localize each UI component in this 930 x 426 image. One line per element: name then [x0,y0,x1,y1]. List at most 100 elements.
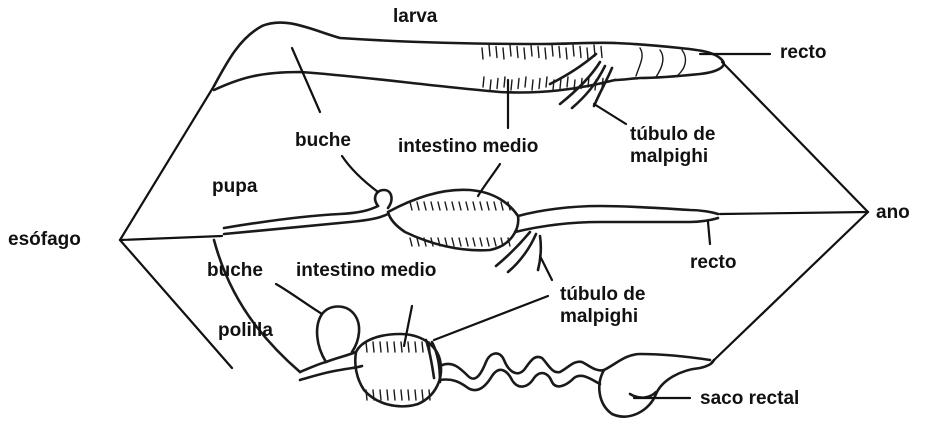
moth-midgut-striations [366,342,430,400]
larva-gut-upper-outline [214,23,615,86]
striation [380,390,381,400]
striation [415,342,416,352]
label-esofago: esófago [8,229,81,251]
striation [494,238,496,246]
striation [410,202,412,210]
striation [601,47,602,58]
moth-rectal-sac [599,360,714,417]
label-tubulo-top-line1: túbulo de [630,124,715,146]
striation [415,390,416,400]
striation [438,202,440,210]
striation [387,342,388,352]
pupa-hindgut-lower [515,218,718,232]
striation [366,390,367,400]
striation [580,47,581,58]
striation [408,390,409,400]
striation [538,47,539,58]
striation [417,202,419,210]
moth-rectal-sac-inner [630,392,656,398]
pupa-hindgut-upper [518,206,718,216]
striation [408,342,409,352]
label-tubulo-top-line2: malpighi [630,146,708,168]
striation [539,79,540,89]
striation [480,238,482,246]
striation [401,342,402,352]
striation [431,238,433,246]
label-tubulo-mid-line2: malpighi [560,306,638,328]
striation [452,238,454,246]
striation [482,48,483,59]
label-tubulo-mid-line1: túbulo de [560,284,645,306]
striation [429,390,430,400]
striation [546,77,547,87]
striation [483,77,484,87]
leader-lines [120,48,868,398]
striation [473,202,475,210]
striation [503,48,504,59]
striation [487,238,489,246]
striation [373,390,374,400]
striation [387,390,388,400]
label-intestino-medio-mid: intestino medio [296,260,436,282]
label-saco-rectal: saco rectal [700,388,799,410]
striation [466,238,468,246]
striation [567,77,568,87]
striation [518,79,519,89]
striation [424,238,426,246]
striation [466,202,468,210]
label-intestino-medio-top: intestino medio [398,136,538,158]
striation [559,47,560,58]
larva-midgut-striations [482,45,603,90]
larva-rectum-outline [615,43,724,80]
label-buche-top: buche [295,130,351,152]
striation [508,202,510,210]
striation [573,45,574,56]
striation [489,45,490,56]
striation [531,45,532,56]
striation [510,45,511,56]
striation [424,202,426,210]
striation [394,390,395,400]
striation [445,238,447,246]
larva-rectum-bumps [636,48,685,77]
label-polilla: polilla [218,320,273,342]
striation [401,390,402,400]
striation [422,342,423,352]
striation [422,390,423,400]
moth-hindgut-coils [440,353,710,378]
striation [517,47,518,58]
striation [445,202,447,210]
striation [524,48,525,59]
label-pupa: pupa [212,176,257,198]
label-ano: ano [876,202,910,224]
pupa-midgut-striations [410,202,510,246]
striation [487,202,489,210]
striation [496,47,497,58]
striation [366,342,367,352]
striation [459,238,461,246]
striation [504,77,505,87]
striation [497,79,498,89]
striation [494,202,496,210]
striation [552,45,553,56]
striation [373,342,374,352]
striation [473,238,475,246]
striation [431,202,433,210]
striation [459,202,461,210]
striation [490,80,491,90]
striation [545,48,546,59]
moth-malpighian-tubules [426,340,440,382]
larva-gut [214,23,724,108]
pupa-malpighian-tubules [496,232,541,272]
label-buche-mid: buche [207,260,263,282]
striation [480,202,482,210]
striation [501,202,503,210]
striation [587,48,588,59]
striation [566,48,567,59]
label-recto-top: recto [780,42,826,64]
pupa-esophagus-upper [224,206,378,228]
label-larva: larva [393,6,437,28]
striation [452,202,454,210]
striation [394,342,395,352]
